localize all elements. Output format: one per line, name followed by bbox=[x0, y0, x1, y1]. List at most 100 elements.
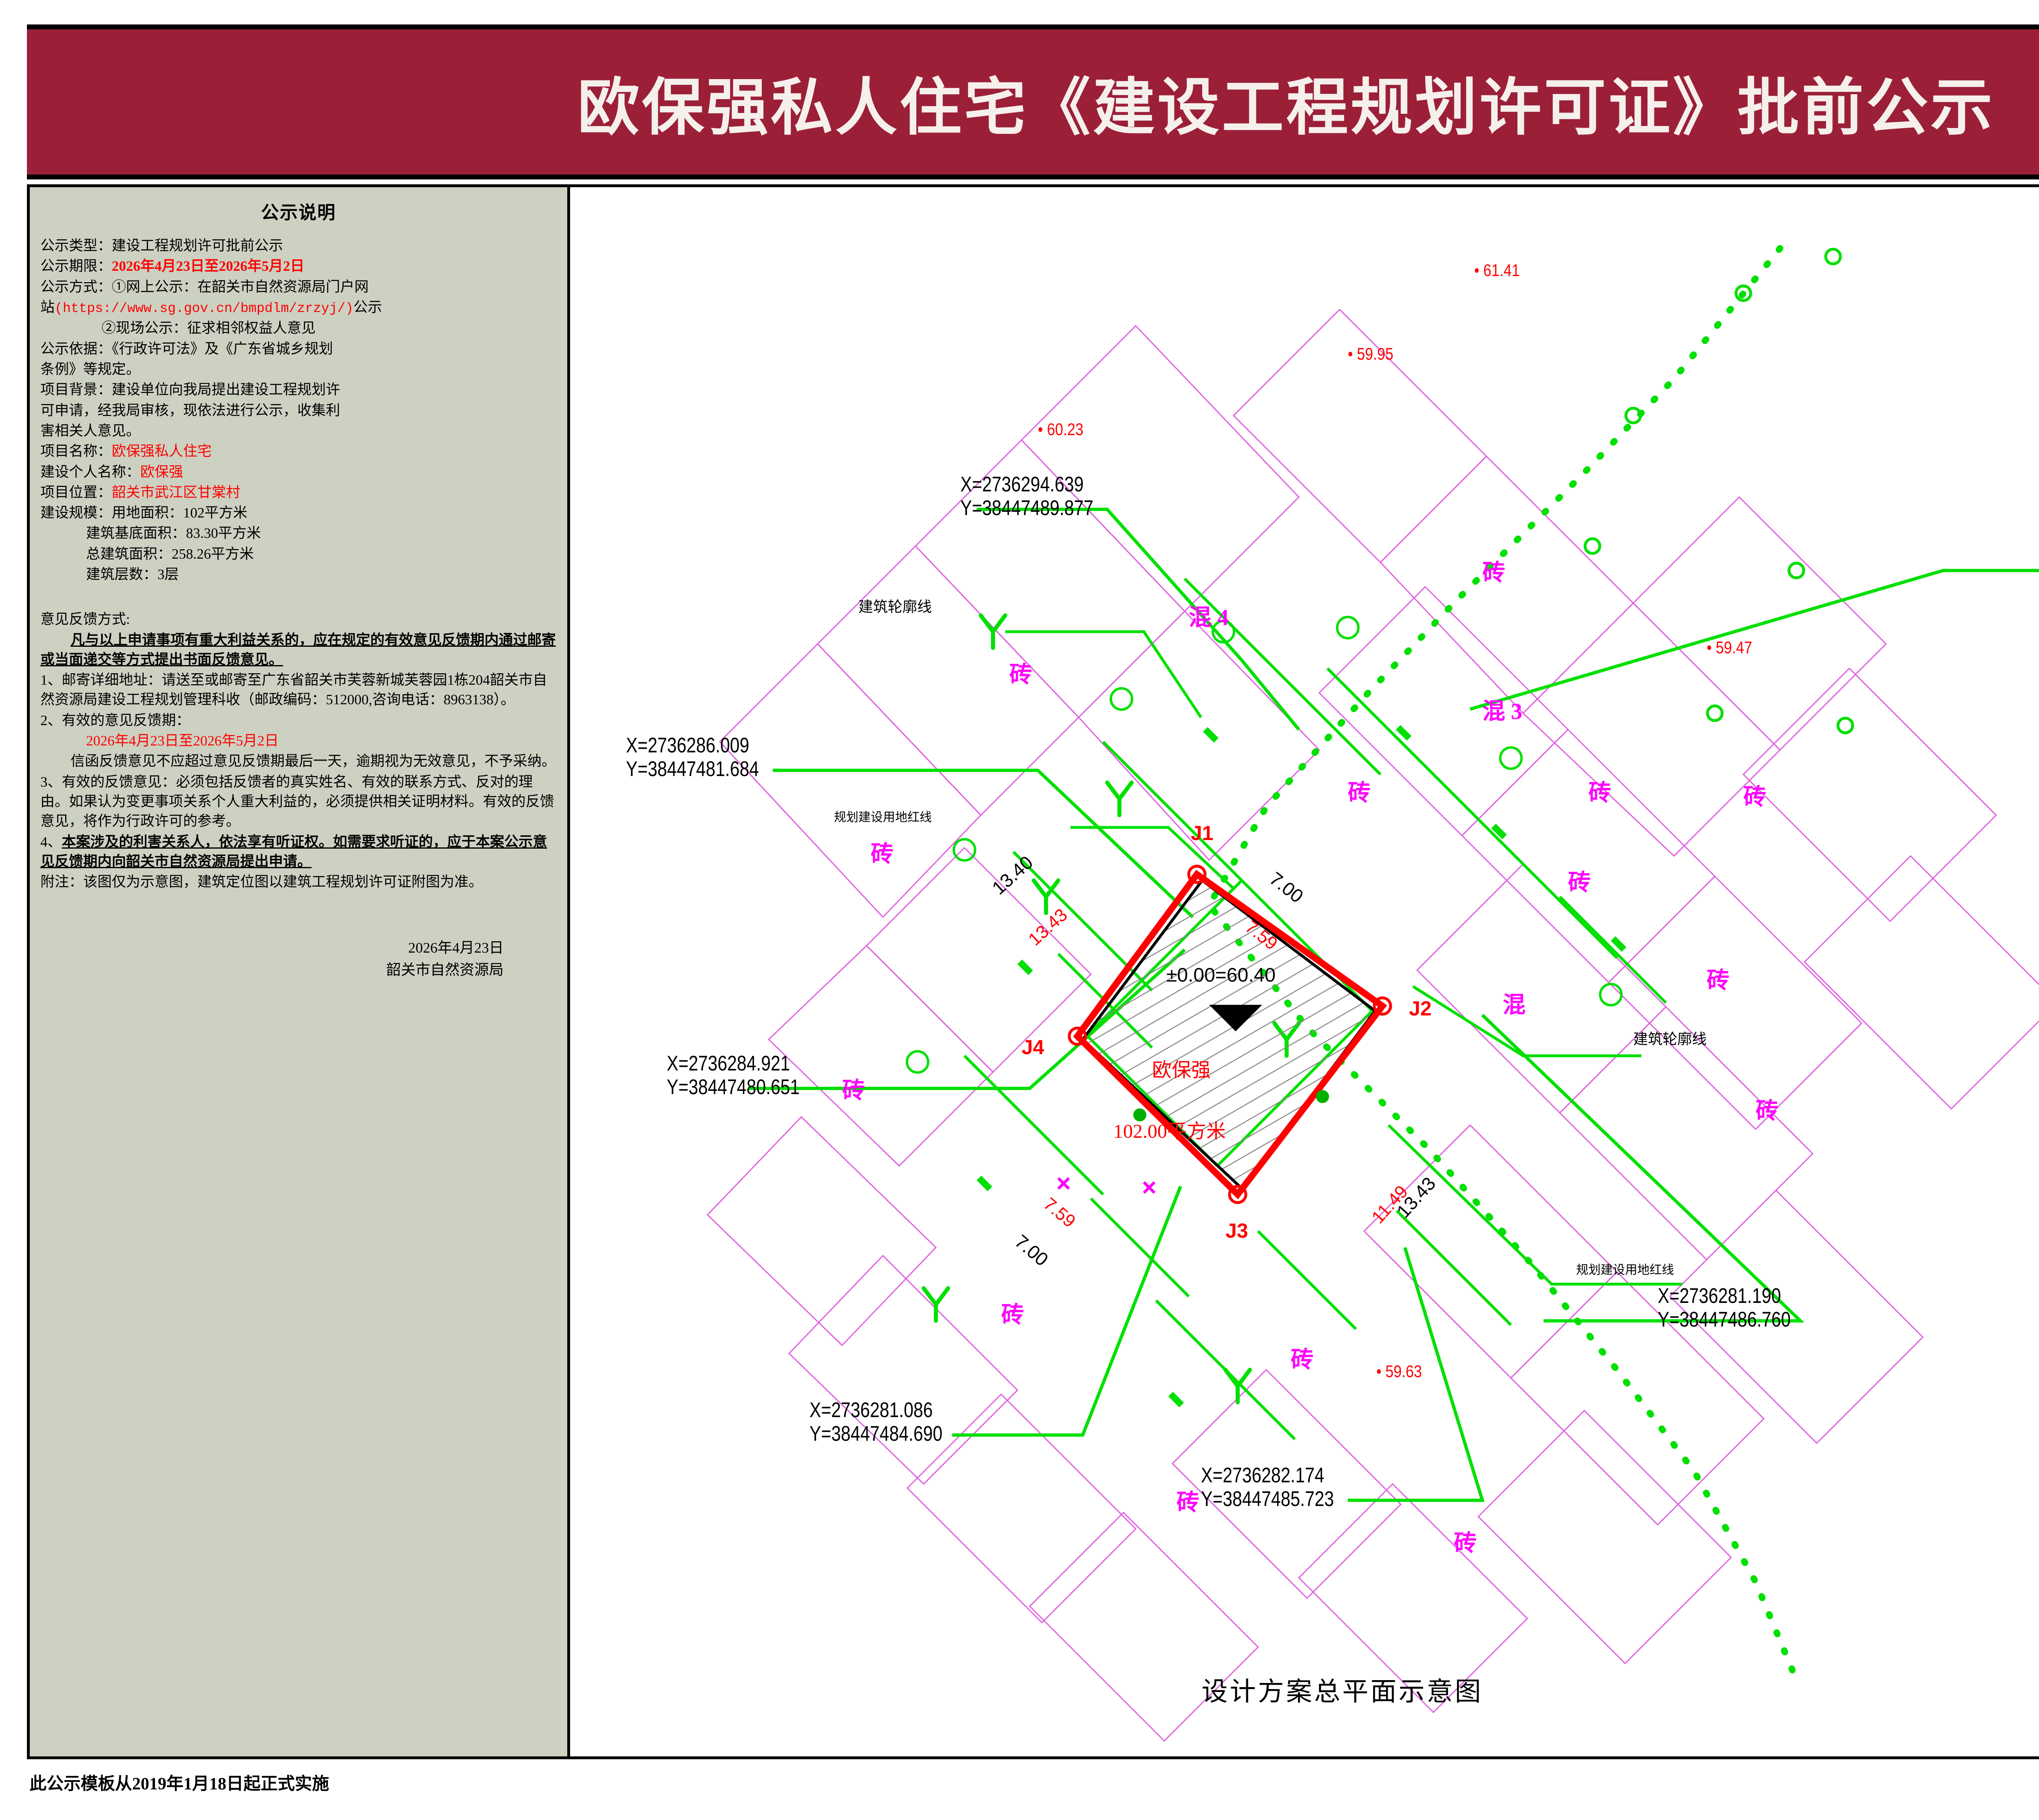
spot-elevation-3: • 59.47 bbox=[1707, 638, 1752, 657]
notice-heading: 公示说明 bbox=[261, 203, 336, 223]
notice-website-url[interactable]: (https://www.sg.gov.cn/bmpdlm/zrzyj/) bbox=[55, 301, 354, 316]
building-label-0: 混 4 bbox=[1189, 605, 1229, 630]
building-label-3: 混 3 bbox=[1482, 699, 1522, 724]
footer-template-note: 此公示模板从2019年1月18日起正式实施 bbox=[29, 1775, 330, 1793]
body-frame: 公示说明 公示类型：建设工程规划许可批前公示 公示期限：2026年4月23日至2… bbox=[27, 184, 2039, 1759]
notice-footnote: 附注：该图仅为示意图，建筑定位图以建筑工程规划许可证附图为准。 bbox=[40, 874, 483, 890]
coordinate-label-c1: X=2736294.639 Y=38447489.877 bbox=[960, 473, 1093, 520]
building-label-13: 砖 bbox=[1001, 1303, 1024, 1328]
feedback-item-4-row: 4、本案涉及的利害关系人，依法享有听证权。如需要求听证的，应于本案公示意见反馈期… bbox=[40, 832, 557, 872]
elevation-arrow-icon bbox=[1209, 1005, 1262, 1031]
location-label: 项目位置： bbox=[40, 484, 112, 500]
coordinate-y: Y=38447489.877 bbox=[960, 496, 1094, 520]
neighbor-building-outlines bbox=[706, 308, 2039, 1742]
sign-date: 2026年4月23日 bbox=[408, 940, 504, 956]
spot-elevation-value: 59.95 bbox=[1357, 344, 1393, 363]
building-label-15: 砖 bbox=[1177, 1490, 1199, 1515]
spot-elevation-1: • 59.95 bbox=[1348, 344, 1393, 363]
building-label-4: 砖 bbox=[1348, 781, 1371, 806]
feedback-item-2-label: 2、有效的意见反馈期： bbox=[40, 712, 190, 728]
coordinate-label-c2: X=2736286.009 Y=38447481.684 bbox=[626, 734, 759, 781]
page-title: 欧保强私人住宅《建设工程规划许可证》批前公示 bbox=[577, 74, 1995, 142]
coordinate-x: X=2736294.639 bbox=[960, 473, 1084, 496]
feedback-item-2-date: 2026年4月23日至2026年5月2日 bbox=[86, 733, 279, 749]
building-label-8: 混 bbox=[1503, 993, 1526, 1018]
spot-elevation-2: • 60.23 bbox=[1038, 420, 1084, 439]
coordinate-y: Y=38447486.760 bbox=[1658, 1308, 1791, 1332]
spot-elevation-value: 61.41 bbox=[1483, 261, 1520, 280]
node-label-j2: J2 bbox=[1409, 997, 1432, 1020]
signature-block: 2026年4月23日 韶关市自然资源局 bbox=[40, 937, 557, 981]
annotation-leader-lines bbox=[1005, 630, 1682, 1286]
coordinate-label-c5: X=2736282.174 Y=38447485.723 bbox=[1201, 1464, 1334, 1511]
project-name-row: 项目名称：欧保强私人住宅 bbox=[40, 442, 557, 461]
spot-elevation-0: • 61.41 bbox=[1474, 261, 1520, 280]
building-label-6: 砖 bbox=[1743, 785, 1766, 810]
notice-basis-value: 《行政许可法》及《广东省城乡规划 bbox=[112, 341, 333, 357]
coordinate-y: Y=38447480.651 bbox=[667, 1075, 800, 1099]
building-label-2: 砖 bbox=[1482, 560, 1505, 586]
site-plan-drawing: X=2736294.639 Y=38447489.877 X=2736286.0… bbox=[573, 187, 2039, 1756]
building-label-14: 砖 bbox=[1291, 1347, 1314, 1373]
node-label-j3: J3 bbox=[1225, 1219, 1248, 1242]
scale-item-1: 建筑基底面积：83.30平方米 bbox=[86, 525, 261, 542]
notice-type-label: 公示类型： bbox=[40, 238, 112, 254]
building-label-12: 砖 bbox=[1756, 1099, 1778, 1124]
project-name-value: 欧保强私人住宅 bbox=[112, 443, 212, 460]
notice-background-label: 项目背景： bbox=[40, 382, 112, 398]
coordinate-x: X=2736286.009 bbox=[626, 734, 750, 757]
scale-item-2: 总建筑面积：258.26平方米 bbox=[86, 546, 254, 562]
builder-row: 建设个人名称：欧保强 bbox=[40, 462, 557, 482]
parcel-red-line bbox=[1073, 869, 1387, 1200]
annotation-building-outline-left: 建筑轮廓线 bbox=[858, 599, 932, 615]
coordinate-label-c4: X=2736281.086 Y=38447484.690 bbox=[809, 1398, 942, 1446]
building-label-5: 砖 bbox=[1588, 781, 1611, 806]
title-banner: 欧保强私人住宅《建设工程规划许可证》批前公示 bbox=[27, 24, 2039, 179]
notice-basis-row: 公示依据：《行政许可法》及《广东省城乡规划 bbox=[40, 339, 557, 359]
feedback-item-3: 3、有效的反馈意见：必须包括反馈者的真实姓名、有效的联系方式、反对的理由。如果认… bbox=[40, 774, 555, 829]
feedback-heading: 意见反馈方式: bbox=[40, 611, 130, 628]
plan-caption: 设计方案总平面示意图 bbox=[1201, 1677, 1483, 1706]
dimension-ticks bbox=[976, 725, 1627, 1408]
spot-elevation-value: 59.47 bbox=[1716, 638, 1752, 657]
annotation-planning-redline-right: 规划建设用地红线 bbox=[1576, 1263, 1674, 1277]
parcel-area-text: 102.00平方米 bbox=[1113, 1121, 1226, 1142]
builder-value: 欧保强 bbox=[140, 464, 184, 480]
coordinate-y: Y=38447484.690 bbox=[809, 1422, 943, 1446]
notice-background-value2: 可申请，经我局审核，现依法进行公示，收集利 bbox=[40, 402, 341, 418]
scale-item-3: 建筑层数：3层 bbox=[86, 566, 179, 582]
notice-basis-value2: 条例》等规定。 bbox=[40, 361, 141, 378]
spot-elevation-4: • 59.63 bbox=[1376, 1362, 1422, 1381]
scale-label: 建设规模： bbox=[40, 505, 112, 521]
feedback-item-2-body: 信函反馈意见不应超过意见反馈期最后一天，逾期视为无效意见，不予采纳。 bbox=[71, 753, 556, 770]
coordinate-x: X=2736281.086 bbox=[809, 1398, 933, 1422]
sign-org: 韶关市自然资源局 bbox=[386, 962, 504, 978]
location-value: 韶关市武江区甘棠村 bbox=[112, 484, 241, 500]
node-label-j4: J4 bbox=[1022, 1036, 1044, 1059]
notice-background-value3: 害相关人意见。 bbox=[40, 422, 141, 439]
coordinate-x: X=2736284.921 bbox=[667, 1052, 790, 1075]
spot-elevation-value: 59.63 bbox=[1385, 1362, 1422, 1381]
notice-period-row: 公示期限：2026年4月23日至2026年5月2日 bbox=[40, 257, 557, 276]
notice-method-url-row: 站(https://www.sg.gov.cn/bmpdlm/zrzyj/)公示 bbox=[40, 298, 557, 318]
project-name-label: 项目名称： bbox=[40, 443, 112, 460]
notice-background-row: 项目背景：建设单位向我局提出建设工程规划许 bbox=[40, 380, 557, 400]
parcel-owner-text: 欧保强 bbox=[1152, 1059, 1211, 1081]
notice-period-label: 公示期限： bbox=[40, 258, 112, 274]
notice-type-value: 建设工程规划许可批前公示 bbox=[112, 238, 283, 254]
annotation-building-outline-right: 建筑轮廓线 bbox=[1633, 1031, 1707, 1047]
notice-period-value: 2026年4月23日至2026年5月2日 bbox=[112, 258, 305, 274]
notice-background-value: 建设单位向我局提出建设工程规划许 bbox=[112, 382, 341, 398]
building-label-10: 砖 bbox=[871, 842, 893, 867]
survey-x-marks bbox=[1057, 1177, 1156, 1194]
coordinate-x: X=2736281.190 bbox=[1658, 1284, 1781, 1308]
coordinate-leader-lines bbox=[748, 508, 2039, 1502]
feedback-intro: 凡与以上申请事项有重大利益关系的，应在规定的有效意见反馈期内通过邮寄或当面递交等… bbox=[40, 632, 556, 668]
notice-method-url-prefix: 站 bbox=[40, 299, 55, 315]
location-row: 项目位置：韶关市武江区甘棠村 bbox=[40, 483, 557, 502]
feedback-item-1: 1、邮寄详细地址：请送至或邮寄至广东省韶关市芙蓉新城芙蓉园1栋204韶关市自然资… bbox=[40, 672, 547, 708]
notice-method-1: ①网上公示：在韶关市自然资源局门户网 bbox=[112, 279, 369, 295]
green-dotted-boundary bbox=[1205, 245, 1854, 1683]
annotation-planning-redline-left: 规划建设用地红线 bbox=[834, 811, 932, 824]
